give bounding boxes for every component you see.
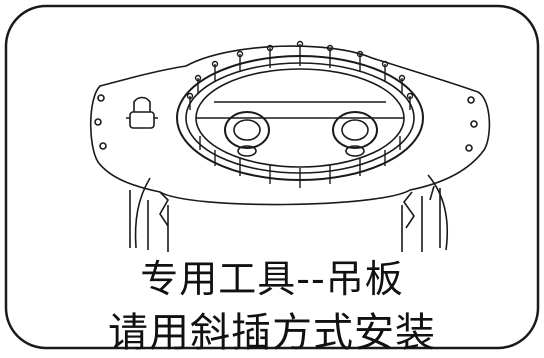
lifting-plate-outline xyxy=(89,45,491,206)
plate-hole xyxy=(99,142,107,150)
plate-hole xyxy=(465,144,473,152)
caption-line-2: 请用斜插方式安装 xyxy=(108,310,436,356)
valve-fitting xyxy=(126,96,158,129)
lifting-eye-left xyxy=(224,111,270,157)
vessel-body xyxy=(129,188,441,252)
plate-hole xyxy=(97,94,105,102)
flange-bolts xyxy=(186,40,414,188)
lifting-plate-illustration xyxy=(89,40,491,252)
rounded-frame xyxy=(4,4,540,350)
side-clamps xyxy=(159,185,435,229)
caption-line-1: 专用工具--吊板 xyxy=(140,257,404,301)
vessel-side-left xyxy=(134,177,151,249)
plate-hole xyxy=(467,96,475,104)
plate-hole xyxy=(470,120,478,128)
lifting-eye-right xyxy=(332,111,378,157)
vessel-side-right xyxy=(427,174,449,251)
plate-hole xyxy=(94,118,102,126)
